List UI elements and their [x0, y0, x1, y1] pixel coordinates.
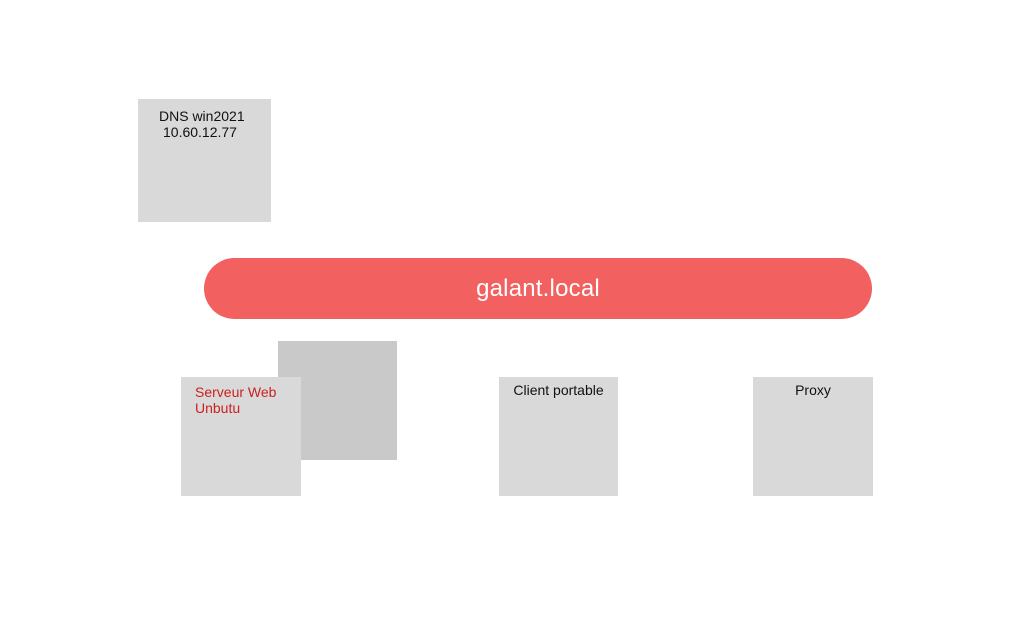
client-laptop-node[interactable]: Client portable: [499, 377, 618, 496]
web-server-title: Serveur Web: [195, 384, 277, 400]
dns-server-name: DNS win2021: [159, 108, 245, 124]
network-domain-label: galant.local: [476, 274, 600, 302]
dns-server-ip: 10.60.12.77: [163, 124, 237, 140]
dns-server-label: DNS win2021 10.60.12.77: [159, 108, 245, 140]
client-laptop-label: Client portable: [513, 382, 604, 398]
web-server-os: Unbutu: [195, 400, 241, 416]
web-server-label: Serveur Web Unbutu: [195, 384, 276, 416]
network-domain-pill[interactable]: galant.local: [204, 258, 872, 319]
proxy-label: Proxy: [795, 382, 831, 398]
proxy-node[interactable]: Proxy: [753, 377, 873, 496]
web-server-node[interactable]: Serveur Web Unbutu: [181, 377, 301, 496]
dns-server-node[interactable]: DNS win2021 10.60.12.77: [138, 99, 271, 222]
